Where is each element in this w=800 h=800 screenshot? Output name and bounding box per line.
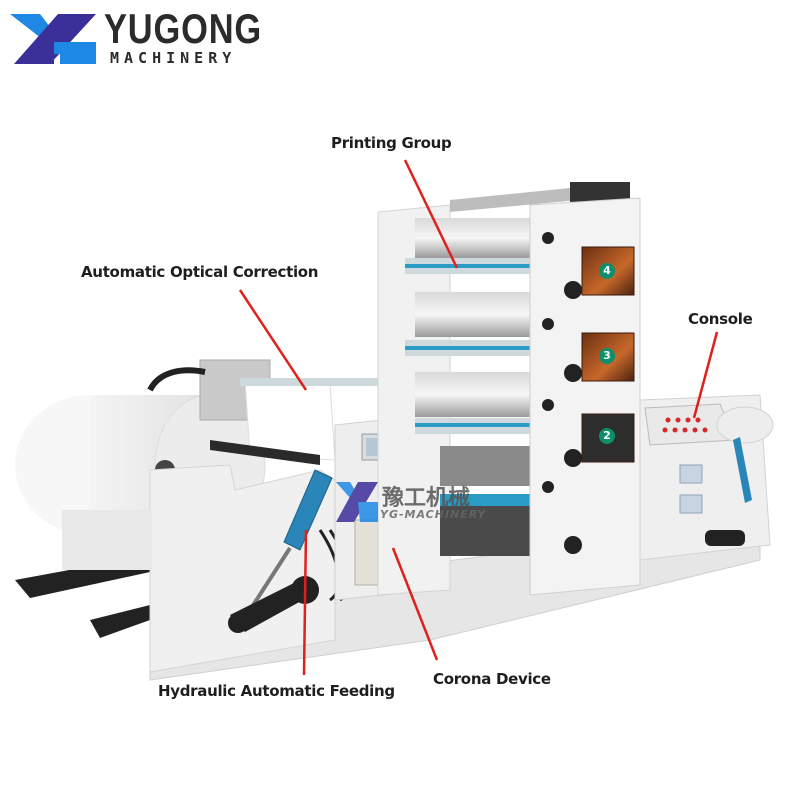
- callout-console: Console: [688, 310, 753, 328]
- callout-hydraulic-automatic-feeding: Hydraulic Automatic Feeding: [158, 682, 395, 700]
- yugong-logo-icon: [10, 14, 96, 64]
- print-unit-number-badge: 4: [599, 263, 615, 279]
- print-unit-number-badge: 3: [599, 348, 615, 364]
- leader-corona-device: [391, 547, 439, 661]
- hydraulic-cylinder: [248, 469, 333, 612]
- callout-corona-device: Corona Device: [433, 670, 551, 688]
- brand-subtitle: MACHINERY: [110, 49, 237, 67]
- watermark-chinese: 豫工机械: [382, 486, 471, 511]
- leader-hydraulic-feeding: [302, 529, 308, 676]
- watermark-english: YG-MACHINERY: [380, 508, 487, 521]
- watermark-logo-icon: [336, 482, 378, 522]
- callout-printing-group: Printing Group: [331, 134, 452, 152]
- leader-printing-group: [403, 159, 459, 269]
- brand-name: YUGONG: [104, 5, 263, 52]
- leader-console: [692, 331, 719, 419]
- leader-optical-correction: [238, 289, 308, 391]
- brand-logo: YUGONG MACHINERY: [10, 5, 263, 68]
- watermark: 豫工机械 YG-MACHINERY: [336, 480, 496, 526]
- callout-automatic-optical-correction: Automatic Optical Correction: [81, 263, 319, 281]
- print-unit-number-badge: 2: [599, 428, 615, 444]
